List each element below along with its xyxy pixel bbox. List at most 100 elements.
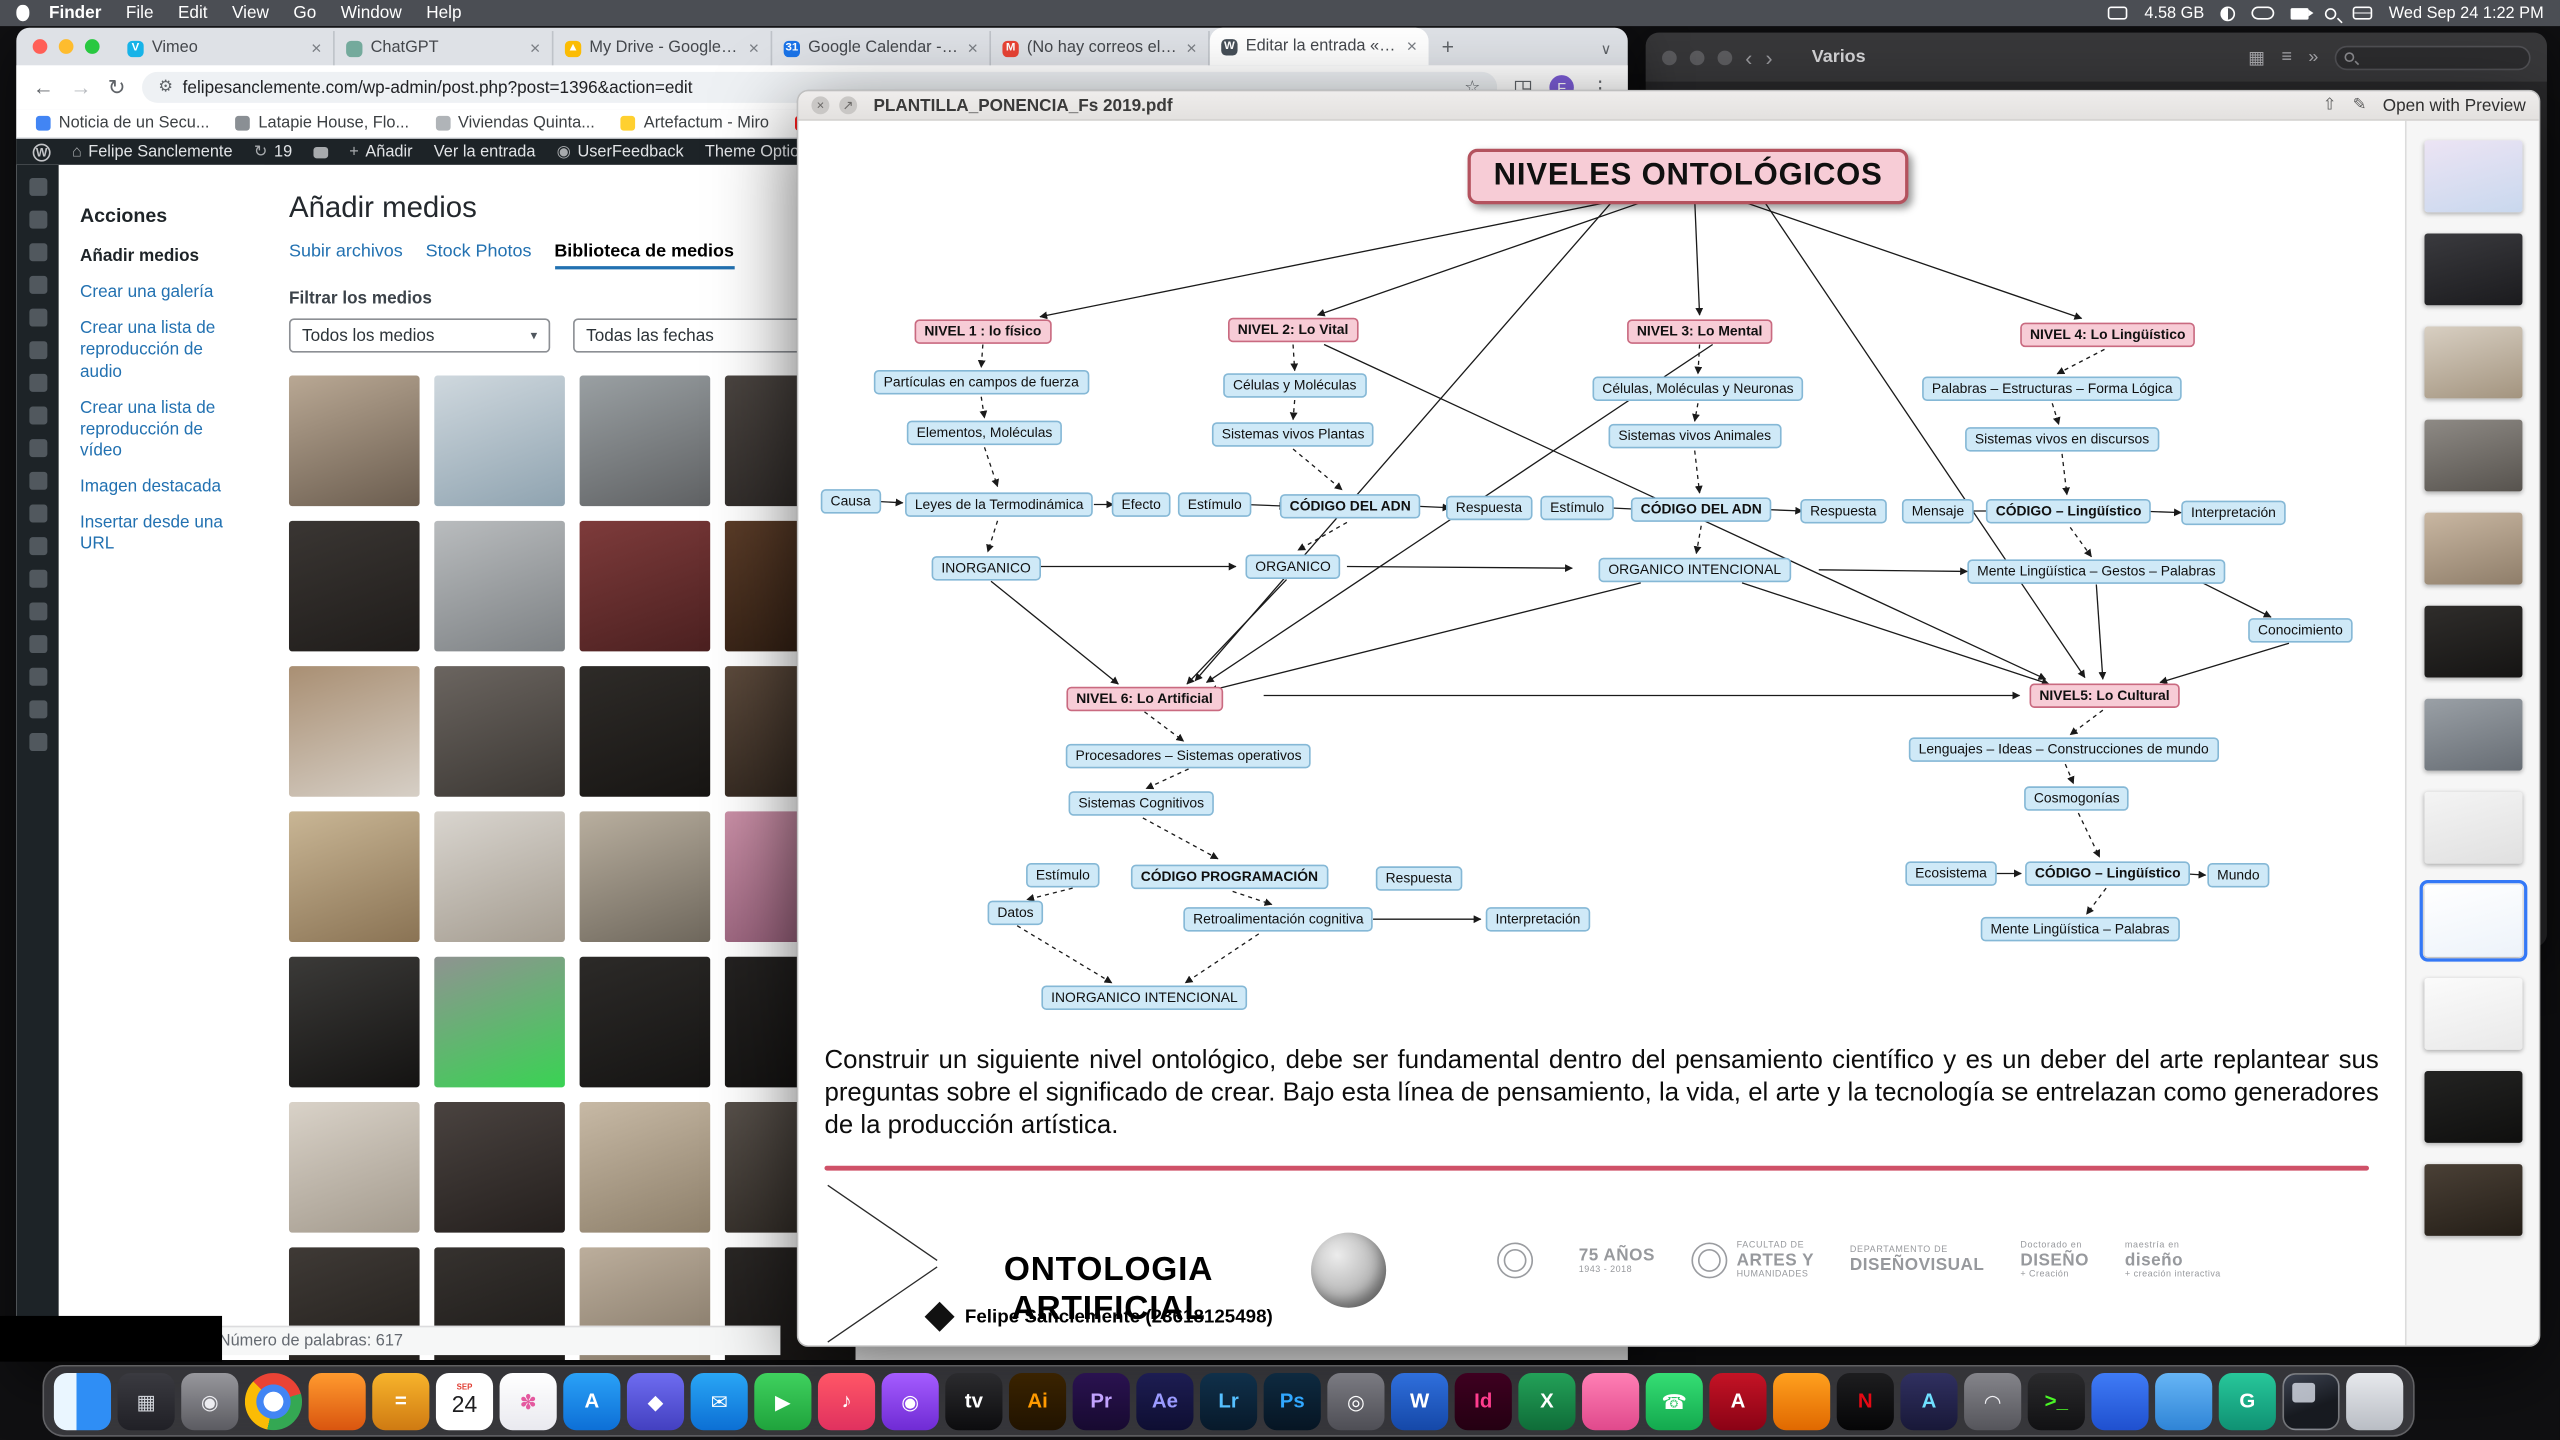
tab-stock-photos[interactable]: Stock Photos bbox=[425, 241, 532, 262]
dock-item-premiere[interactable]: Pr bbox=[1072, 1372, 1130, 1430]
dock-item-calculator[interactable]: = bbox=[372, 1372, 430, 1430]
finder-minimize-button[interactable] bbox=[1689, 49, 1705, 65]
media-thumbnail[interactable] bbox=[579, 956, 711, 1088]
menu-window[interactable]: Window bbox=[340, 3, 402, 23]
media-date-select[interactable]: Todas las fechas ▾ bbox=[573, 318, 835, 353]
dock-item-green-circle-app[interactable]: G bbox=[2218, 1372, 2276, 1430]
dock-item-terminal[interactable]: >_ bbox=[2027, 1372, 2085, 1430]
open-with-preview-button[interactable]: Open with Preview bbox=[2382, 95, 2526, 116]
pdf-page-thumbnail[interactable] bbox=[2423, 326, 2522, 399]
wordpress-logo-icon[interactable]: W bbox=[32, 142, 51, 161]
updates-link[interactable]: ↻ 19 bbox=[253, 142, 293, 161]
menu-edit[interactable]: Edit bbox=[177, 3, 208, 23]
dock-item-gradient-a-app[interactable]: A bbox=[1900, 1372, 1958, 1430]
window-minimize-button[interactable] bbox=[58, 39, 74, 54]
media-thumbnail[interactable] bbox=[288, 811, 420, 943]
media-action-link[interactable]: Imagen destacada bbox=[79, 476, 222, 497]
finder-search-field[interactable] bbox=[2334, 44, 2531, 70]
browser-tab[interactable]: ChatGPT× bbox=[335, 31, 554, 66]
window-zoom-button[interactable] bbox=[84, 39, 100, 54]
media-type-select[interactable]: Todos los medios ▾ bbox=[288, 318, 551, 353]
browser-tab[interactable]: M(No hay correos electrónic...× bbox=[991, 31, 1210, 66]
close-icon[interactable]: × bbox=[811, 96, 830, 115]
dock-item-photos[interactable]: ✽ bbox=[499, 1372, 557, 1430]
media-thumbnail[interactable] bbox=[579, 1102, 711, 1233]
media-action-link[interactable]: Crear una lista de reproducción de audio bbox=[79, 318, 216, 382]
tab-upload-files[interactable]: Subir archivos bbox=[288, 241, 403, 262]
dock-item-firefox[interactable] bbox=[308, 1372, 366, 1430]
dock-item-indesign[interactable]: Id bbox=[1454, 1372, 1512, 1430]
pdf-page-thumbnail[interactable] bbox=[2423, 1164, 2522, 1236]
menu-file[interactable]: File bbox=[125, 3, 154, 23]
dock-item-photoshop[interactable]: Ps bbox=[1263, 1372, 1321, 1430]
camera-status-icon[interactable] bbox=[2290, 7, 2314, 19]
media-thumbnail[interactable] bbox=[434, 520, 565, 652]
toggle-status-icon[interactable] bbox=[2251, 6, 2275, 20]
media-thumbnail[interactable] bbox=[288, 1102, 420, 1233]
media-thumbnail[interactable] bbox=[434, 375, 565, 507]
dock-item-finder[interactable] bbox=[53, 1372, 112, 1430]
pdf-page-thumbnail[interactable] bbox=[2423, 698, 2522, 771]
dock-item-tv[interactable]: tv bbox=[945, 1372, 1003, 1430]
dock-item-whatsapp[interactable]: ☎ bbox=[1645, 1372, 1703, 1430]
dock-item-chrome[interactable] bbox=[244, 1372, 303, 1430]
media-thumbnail[interactable] bbox=[434, 666, 565, 797]
tab-search-chevron-icon[interactable]: ∨ bbox=[1600, 40, 1612, 58]
pdf-page-thumbnail[interactable] bbox=[2423, 419, 2522, 492]
dock-item-acrobat[interactable]: A bbox=[1709, 1372, 1767, 1430]
bookmark-item[interactable]: Artefactum - Miro bbox=[620, 114, 769, 132]
apple-menu-icon[interactable] bbox=[16, 4, 30, 22]
media-thumbnail[interactable] bbox=[434, 1102, 565, 1233]
dock-item-screenshot-preview[interactable] bbox=[2282, 1372, 2340, 1430]
dock-item-photo-booth[interactable]: ◎ bbox=[1327, 1372, 1385, 1430]
contrast-status-icon[interactable] bbox=[2220, 5, 2236, 21]
dock-item-after-effects[interactable]: Ae bbox=[1136, 1372, 1194, 1430]
spotlight-icon[interactable] bbox=[2325, 7, 2337, 19]
finder-forward-icon[interactable]: › bbox=[1765, 44, 1773, 70]
browser-tab[interactable]: ▲My Drive - Google Drive× bbox=[553, 31, 773, 66]
fullscreen-icon[interactable]: ↗ bbox=[839, 96, 858, 115]
pdf-page-thumbnail[interactable] bbox=[2423, 512, 2522, 585]
share-icon[interactable]: ⇧ bbox=[2322, 96, 2337, 115]
finder-grid-view-icon[interactable]: ▦ bbox=[2248, 48, 2266, 68]
finder-list-view-icon[interactable]: ≡ bbox=[2281, 47, 2293, 67]
media-thumbnail[interactable] bbox=[288, 375, 420, 507]
menu-help[interactable]: Help bbox=[426, 3, 462, 23]
tab-close-icon[interactable]: × bbox=[529, 38, 541, 58]
view-post-link[interactable]: Ver la entrada bbox=[433, 142, 536, 161]
dock-item-system-dial[interactable]: ◉ bbox=[181, 1372, 239, 1430]
media-thumbnail[interactable] bbox=[288, 956, 420, 1088]
tab-close-icon[interactable]: × bbox=[1406, 36, 1418, 57]
dock-item-grey-dial-app[interactable]: ◠ bbox=[1964, 1372, 2022, 1430]
pdf-page-thumbnail[interactable] bbox=[2418, 879, 2527, 962]
pdf-page-thumbnail[interactable] bbox=[2423, 791, 2522, 864]
media-thumbnail[interactable] bbox=[288, 666, 420, 797]
tab-close-icon[interactable]: × bbox=[1186, 38, 1197, 58]
media-thumbnail[interactable] bbox=[579, 666, 711, 797]
dock-item-mail[interactable]: ✉ bbox=[690, 1372, 748, 1430]
bookmark-item[interactable]: Latapie House, Flo... bbox=[235, 114, 409, 132]
dock-item-music[interactable]: ♪ bbox=[817, 1372, 876, 1430]
site-name-link[interactable]: ⌂ Felipe Sanclemente bbox=[71, 142, 233, 161]
bookmark-item[interactable]: Noticia de un Secu... bbox=[35, 114, 209, 132]
bookmark-item[interactable]: Viviendas Quinta... bbox=[435, 114, 595, 132]
media-action-link[interactable]: Crear una galería bbox=[79, 282, 214, 303]
reload-button[interactable]: ↻ bbox=[107, 74, 126, 99]
dock-item-excel[interactable]: X bbox=[1518, 1372, 1576, 1430]
new-content-link[interactable]: + Añadir bbox=[349, 142, 413, 161]
media-thumbnail[interactable] bbox=[434, 956, 565, 1088]
dock-item-facetime[interactable]: ▶ bbox=[754, 1372, 812, 1430]
media-action-link[interactable]: Crear una lista de reproducción de vídeo bbox=[79, 397, 216, 461]
media-action-link[interactable]: Añadir medios bbox=[79, 246, 200, 267]
dock-item-pink-app[interactable] bbox=[1582, 1372, 1640, 1430]
window-close-button[interactable] bbox=[32, 39, 48, 54]
media-thumbnail[interactable] bbox=[579, 520, 711, 652]
tune-icon[interactable]: ⚙ bbox=[158, 78, 173, 97]
tab-close-icon[interactable]: × bbox=[748, 38, 760, 58]
menu-finder[interactable]: Finder bbox=[48, 3, 102, 23]
dock-item-app-store[interactable]: A bbox=[563, 1372, 621, 1430]
back-button[interactable]: ← bbox=[32, 75, 54, 100]
forward-button[interactable]: → bbox=[70, 75, 92, 100]
dock-item-light-blue-app[interactable] bbox=[2155, 1372, 2213, 1430]
